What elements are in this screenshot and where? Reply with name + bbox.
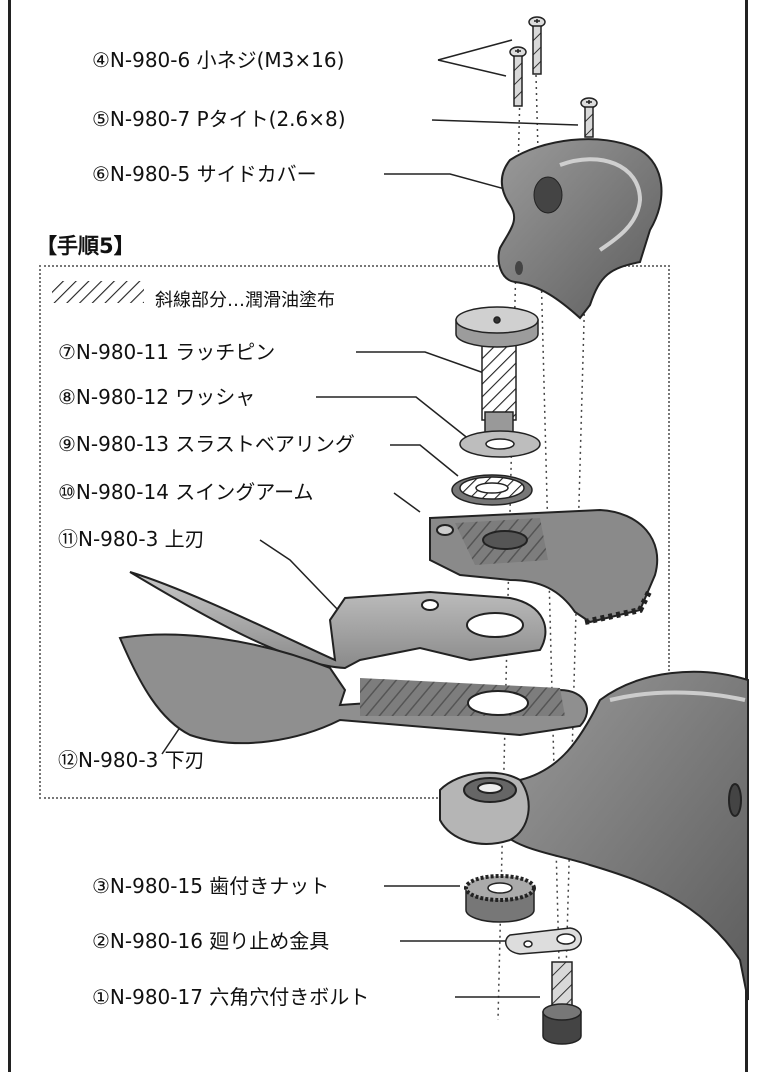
step-title: 【手順5】 [36, 234, 135, 258]
hex-socket-bolt-part [542, 961, 582, 1045]
label-small-screw: ④N-980-6 小ネジ(M3×16) [92, 48, 345, 72]
label-toothed-nut: ③N-980-15 歯付きナット [92, 874, 330, 898]
label-side-cover: ⑥N-980-5 サイドカバー [92, 162, 317, 186]
diagram-frame [8, 0, 748, 1072]
thrust-bearing-part [451, 474, 533, 506]
lower-blade-part [118, 633, 589, 745]
swing-arm-part [429, 508, 659, 625]
label-anti-rotation: ②N-980-16 廻り止め金具 [92, 929, 330, 953]
latch-pin-part [455, 306, 539, 435]
label-p-tight-screw: ⑤N-980-7 Pタイト(2.6×8) [92, 107, 346, 131]
tool-body-part [439, 670, 749, 1001]
anti-rotation-bracket-part [504, 927, 582, 955]
washer-part [459, 430, 541, 458]
label-washer: ⑧N-980-12 ワッシャ [58, 385, 256, 409]
p-tight-screw [580, 97, 598, 138]
legend-hatch-swatch [52, 281, 144, 303]
small-screws [509, 16, 546, 107]
label-swing-arm: ⑩N-980-14 スイングアーム [58, 480, 314, 504]
upper-blade-part [129, 571, 547, 670]
legend-text: 斜線部分…潤滑油塗布 [155, 290, 335, 311]
label-lower-blade: ⑫N-980-3 下刃 [58, 748, 205, 772]
label-latch-pin: ⑦N-980-11 ラッチピン [58, 340, 276, 364]
label-upper-blade: ⑪N-980-3 上刃 [58, 527, 205, 551]
side-cover-part [497, 138, 663, 320]
step5-dotted-region [39, 265, 670, 799]
toothed-nut-part [464, 874, 536, 923]
label-thrust-bearing: ⑨N-980-13 スラストベアリング [58, 432, 355, 456]
label-hex-socket-bolt: ①N-980-17 六角穴付きボルト [92, 985, 370, 1009]
